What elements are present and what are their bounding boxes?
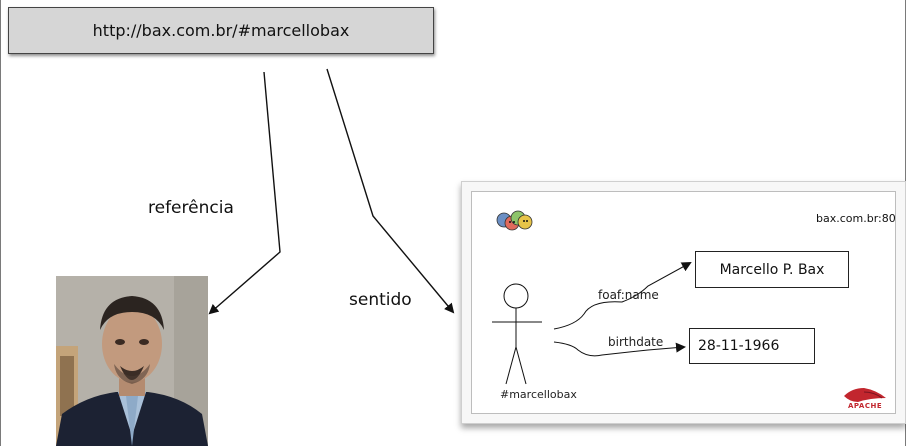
host-label: bax.com.br:80 [816,212,896,225]
foaf-name-label: foaf:name [598,288,659,302]
url-text: http://bax.com.br/#marcellobax [92,21,350,40]
apache-logo-text: APACHE [848,402,883,410]
name-value-box: Marcello P. Bax [695,251,849,288]
foaf-logo-icon [496,210,533,231]
server-card: bax.com.br:80 Marcello P. Bax 28-11-1966… [461,181,906,424]
referencia-arrow [208,71,281,315]
person-photo [56,276,208,446]
card-canvas: bax.com.br:80 Marcello P. Bax 28-11-1966… [471,191,896,414]
foaf-name-edge [553,262,692,330]
sentido-arrow [326,68,455,314]
birthdate-edge [553,341,686,357]
referencia-label: referência [148,198,234,218]
birthdate-value-box: 28-11-1966 [689,328,815,364]
url-box: http://bax.com.br/#marcellobax [8,7,434,54]
actor-icon [492,283,542,385]
birthdate-label: birthdate [608,335,664,349]
sentido-label: sentido [349,290,412,310]
birthdate-value: 28-11-1966 [698,338,780,354]
name-value: Marcello P. Bax [719,261,825,278]
actor-label: #marcellobax [500,388,577,401]
apache-logo-icon [844,388,886,402]
